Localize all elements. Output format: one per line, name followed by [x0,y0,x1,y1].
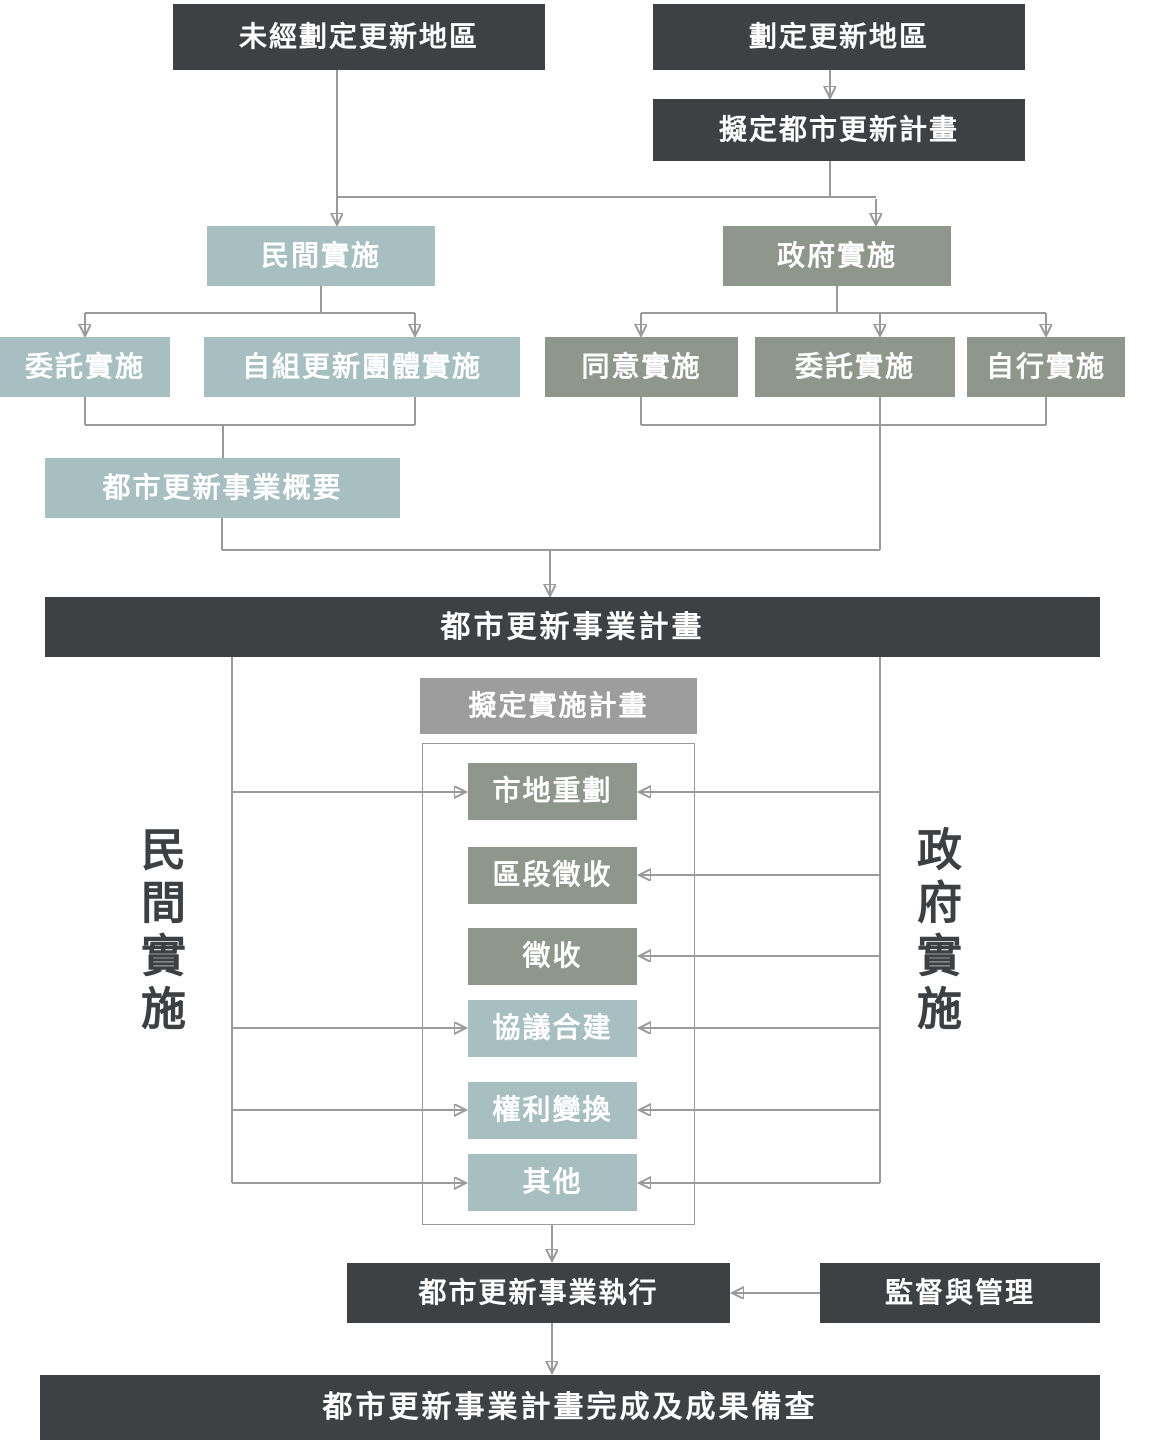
node-land-readjustment: 市地重劃 [468,763,637,820]
node-business-plan-bar: 都市更新事業計畫 [45,597,1100,657]
node-rights-transformation: 權利變換 [468,1082,637,1139]
node-supervision-management: 監督與管理 [820,1263,1100,1323]
node-private-implementation: 民間實施 [207,226,435,286]
node-other: 其他 [468,1154,637,1211]
node-commissioned-government: 委託實施 [755,337,955,397]
node-consent-implementation: 同意實施 [545,337,738,397]
node-draft-implementation-plan: 擬定實施計畫 [420,678,697,734]
node-undesignated-area: 未經劃定更新地區 [173,4,545,70]
node-completion-bar: 都市更新事業計畫完成及成果備查 [40,1375,1100,1440]
side-label-government-implementation: 政府實施 [910,826,961,1038]
side-label-private-implementation: 民間實施 [134,826,185,1038]
node-self-implementation: 自行實施 [967,337,1125,397]
node-negotiated-joint-construction: 協議合建 [468,1000,637,1057]
node-draft-renewal-plan: 擬定都市更新計畫 [653,99,1025,161]
node-government-implementation: 政府實施 [723,226,951,286]
implementation-methods-frame [422,743,695,1225]
node-expropriation: 徵收 [468,928,637,985]
node-self-organized-group: 自組更新團體實施 [204,337,520,397]
node-business-execution: 都市更新事業執行 [347,1263,730,1323]
node-zone-expropriation: 區段徵收 [468,847,637,904]
node-commissioned-private: 委託實施 [0,337,170,397]
node-designated-area: 劃定更新地區 [653,4,1025,70]
node-business-summary: 都市更新事業概要 [45,458,400,518]
